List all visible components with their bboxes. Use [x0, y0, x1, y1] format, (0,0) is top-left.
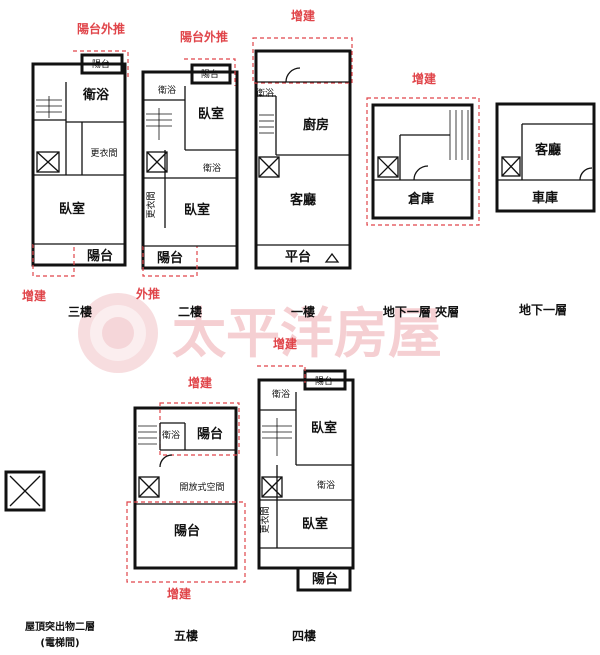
note-push-out-2f: 外推 — [136, 286, 160, 301]
label-3f: 三樓 — [68, 304, 92, 319]
room-bath-3f: 衛浴 — [82, 87, 110, 103]
label-2f: 二樓 — [178, 304, 202, 319]
room-bath-small-2f: 衛浴 — [158, 84, 176, 96]
room-bedroom-top-4f: 臥室 — [311, 420, 337, 436]
room-kitchen-1f: 廚房 — [303, 117, 329, 133]
room-storage-b1-mezz: 倉庫 — [407, 191, 434, 207]
room-bath-small-4f: 衛浴 — [272, 388, 290, 400]
note-addition-3f: 增建 — [22, 288, 47, 303]
floor-4f: 增建 陽台 衛浴 臥室 衛浴 更衣間 臥室 陽台 四樓 — [257, 336, 355, 643]
room-bedroom-3f: 臥室 — [59, 201, 85, 217]
watermark: 太平洋房屋 — [78, 293, 442, 373]
label-b1-mezz: 地下一層 夾層 — [383, 304, 459, 319]
room-living-1f: 客廳 — [290, 192, 316, 208]
note-balcony-push-2f: 陽台外推 — [180, 29, 228, 44]
note-addition-1f: 增建 — [291, 8, 316, 23]
label-roof-line2: (電梯間) — [40, 636, 79, 649]
label-1f: 一樓 — [291, 304, 315, 319]
room-bath-4f: 衛浴 — [317, 479, 335, 491]
floor-b1: 客廳 車庫 地下一層 — [495, 102, 596, 317]
note-balcony-push-3f: 陽台外推 — [77, 21, 125, 36]
room-closet-4f: 更衣間 — [259, 506, 271, 533]
room-balcony-bottom-2f: 陽台 — [157, 250, 183, 266]
room-balcony-top-5f: 陽台 — [197, 426, 223, 442]
room-balcony-top-3f: 陽台 — [92, 58, 110, 70]
room-open-space-5f: 開放式空間 — [179, 481, 224, 493]
label-5f: 五樓 — [174, 628, 198, 643]
floor-5f: 增建 衛浴 陽台 開放式空間 陽台 增建 五樓 — [126, 375, 246, 643]
floor-1f: 增建 衛浴 廚房 客廳 平台 一樓 — [252, 8, 353, 319]
watermark-text: 太平洋房屋 — [172, 302, 442, 365]
note-addition-b1-mezz: 增建 — [412, 71, 437, 86]
label-4f: 四樓 — [292, 628, 316, 643]
label-roof-line1: 屋頂突出物二層 — [25, 620, 95, 633]
room-closet-2f: 更衣間 — [145, 191, 157, 218]
label-b1: 地下一層 — [519, 302, 567, 317]
room-balcony-top-4f: 陽台 — [315, 375, 333, 387]
room-garage-b1: 車庫 — [532, 190, 558, 206]
room-closet-3f: 更衣間 — [90, 147, 117, 159]
room-balcony-top-2f: 陽台 — [201, 68, 219, 80]
room-balcony-bottom-4f: 陽台 — [312, 571, 338, 587]
room-balcony-bottom-3f: 陽台 — [87, 248, 113, 264]
room-bath-5f: 衛浴 — [162, 429, 180, 441]
floor-3f: 陽台外推 陽台 衛浴 更衣間 臥室 陽台 增建 三樓 — [22, 21, 129, 319]
floor-b1-mezzanine: 增建 倉庫 地下一層 夾層 — [366, 71, 480, 319]
room-balcony-bottom-5f: 陽台 — [174, 523, 200, 539]
note-addition-top-5f: 增建 — [188, 375, 213, 390]
room-platform-1f: 平台 — [285, 249, 311, 265]
room-bedroom-2f: 臥室 — [184, 202, 210, 218]
floor-roof: 屋頂突出物二層 (電梯間) — [4, 470, 95, 649]
room-bedroom-4f: 臥室 — [302, 516, 328, 532]
room-bedroom-top-2f: 臥室 — [198, 106, 224, 122]
note-addition-4f: 增建 — [273, 336, 298, 351]
floor-2f: 陽台 衛浴 臥室 衛浴 更衣間 臥室 陽台 陽台外推 外推 二樓 — [136, 29, 239, 319]
room-bath-2f: 衛浴 — [203, 162, 221, 174]
note-addition-bottom-5f: 增建 — [167, 586, 192, 601]
room-bath-1f: 衛浴 — [256, 87, 274, 99]
room-living-b1: 客廳 — [535, 142, 561, 158]
